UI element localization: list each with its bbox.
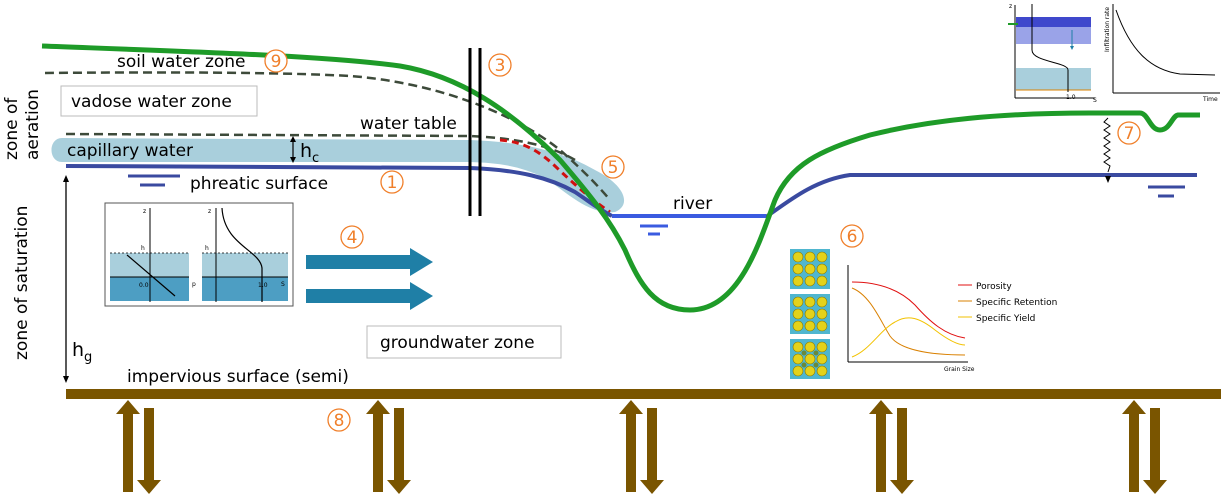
capillary-water-label: capillary water	[67, 141, 193, 161]
soil-water-zone-line	[44, 71, 611, 201]
porosity-curve	[851, 281, 966, 339]
exchange-arrow-3	[619, 400, 664, 494]
water-table-label: water table	[360, 114, 457, 134]
marker-8: 8	[327, 408, 351, 432]
infiltration-wiggle	[1103, 117, 1111, 173]
marker-3: 3	[488, 53, 512, 77]
flow-arrow-2	[306, 282, 433, 310]
infil-left-z: z	[1009, 3, 1012, 10]
profile-right-hc: h	[205, 245, 209, 252]
vadose-water-zone-label: vadose water zone	[71, 92, 232, 112]
profile-right-one: 1.0	[258, 282, 268, 289]
zone-of-aeration-line1: zone of	[2, 97, 22, 160]
flow-arrows	[306, 248, 433, 310]
marker-9: 9	[264, 49, 288, 73]
profile-right-z: z	[208, 208, 211, 215]
profile-right-s: S	[281, 281, 285, 288]
marker-1: 1	[380, 170, 404, 194]
groundwater-box	[366, 325, 562, 359]
impervious-layer	[66, 389, 1221, 399]
legend-specific-retention: Specific Retention	[976, 298, 1057, 308]
groundwater-zone-label: groundwater zone	[380, 333, 535, 353]
profile-left-hc: h	[141, 245, 145, 252]
ground-surface	[41, 43, 1200, 313]
infil-xlabel: Time	[1202, 96, 1218, 103]
infil-ylabel: Infiltration rate	[1104, 7, 1111, 52]
exchange-arrow-1	[116, 400, 161, 494]
phreatic-surface-label: phreatic surface	[190, 174, 328, 194]
grain-packing-3	[790, 339, 830, 379]
legend-specific-yield: Specific Yield	[976, 314, 1035, 324]
exchange-arrows	[116, 400, 1167, 494]
svg-text:9: 9	[271, 52, 282, 72]
vadose-box	[60, 85, 258, 117]
exchange-arrow-2	[366, 400, 411, 494]
soil-water-zone-label: soil water zone	[117, 52, 246, 72]
infiltration-curve	[1115, 9, 1216, 76]
legend-porosity: Porosity	[976, 282, 1012, 292]
svg-text:7: 7	[1124, 124, 1135, 144]
marker-7: 7	[1117, 121, 1141, 145]
impervious-surface-label: impervious surface (semi)	[127, 367, 349, 387]
hc-label: hc	[300, 140, 319, 166]
specific-retention-curve	[851, 287, 966, 356]
infil-left-s: S	[1093, 97, 1097, 104]
zone-of-saturation-label: zone of saturation	[12, 206, 32, 360]
marker-6: 6	[840, 224, 864, 248]
marker-4: 4	[340, 225, 364, 249]
grain-size-label: Grain Size	[944, 366, 975, 373]
exchange-arrow-4	[869, 400, 914, 494]
marker-5: 5	[601, 155, 625, 179]
water-table-line	[65, 132, 576, 162]
profile-left-p: p	[192, 281, 196, 288]
grain-packing-1	[790, 249, 830, 289]
svg-text:8: 8	[334, 411, 345, 431]
infil-left-tick: 1.0	[1066, 94, 1076, 101]
specific-yield-curve	[851, 317, 966, 358]
grain-inset: Porosity Specific Retention Specific Yie…	[790, 249, 1057, 379]
profile-left-z: z	[143, 208, 146, 215]
flow-arrow-1	[306, 248, 433, 276]
profile-inset: z p 0.0 h z S 1.0 h	[104, 202, 294, 307]
seepage-line	[499, 138, 611, 214]
zone-of-aeration-line2: aeration	[23, 89, 43, 160]
phreatic-surface-right	[764, 173, 1197, 219]
svg-text:1: 1	[387, 173, 398, 193]
svg-text:5: 5	[608, 158, 619, 178]
grain-packing-2	[790, 294, 830, 334]
hg-label: hg	[72, 339, 92, 365]
river-label: river	[673, 194, 712, 214]
profile-left-zero: 0.0	[139, 282, 149, 289]
svg-text:4: 4	[347, 228, 358, 248]
exchange-arrow-5	[1122, 400, 1167, 494]
infiltration-inset: z S 1.0 Infiltration rate Time	[1008, 3, 1220, 104]
svg-text:3: 3	[495, 56, 506, 76]
svg-text:6: 6	[847, 227, 858, 247]
